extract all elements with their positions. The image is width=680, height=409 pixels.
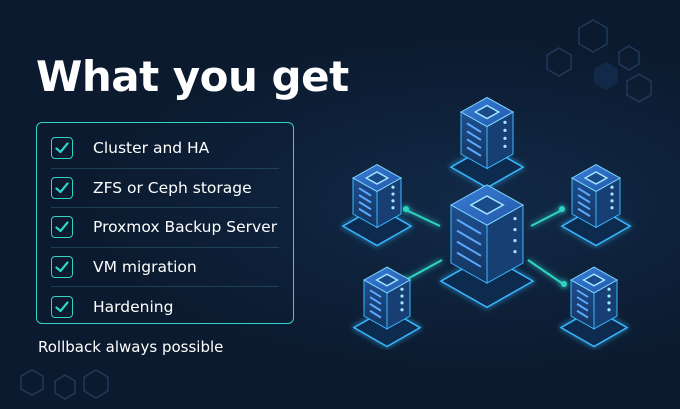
checkmark-icon [51,256,73,279]
checklist-item-label: Proxmox Backup Server [93,218,278,237]
server-stack-icon [439,184,535,309]
checkmark-icon [51,295,73,318]
server-stack-icon [449,96,525,189]
checklist-item: VM migration [51,248,279,288]
checklist-item-label: Hardening [93,297,174,316]
checkmark-icon [51,176,73,199]
checklist-item: Proxmox Backup Server [51,208,279,248]
checklist-item: Cluster and HA [51,129,279,169]
checklist-item: ZFS or Ceph storage [51,169,279,209]
checklist-item-label: ZFS or Ceph storage [93,178,252,197]
checklist-item: Hardening [51,287,279,326]
page-title: What you get [36,52,349,101]
footnote: Rollback always possible [38,338,224,356]
checklist-item-label: Cluster and HA [93,139,210,158]
checkmark-icon [51,216,73,239]
checkmark-icon [51,137,73,160]
server-stack-icon [341,163,413,247]
server-stack-icon [352,266,422,348]
server-stack-icon [559,266,629,348]
server-network-illustration [341,96,632,348]
server-stack-icon [560,163,632,247]
checklist-item-label: VM migration [93,258,197,277]
